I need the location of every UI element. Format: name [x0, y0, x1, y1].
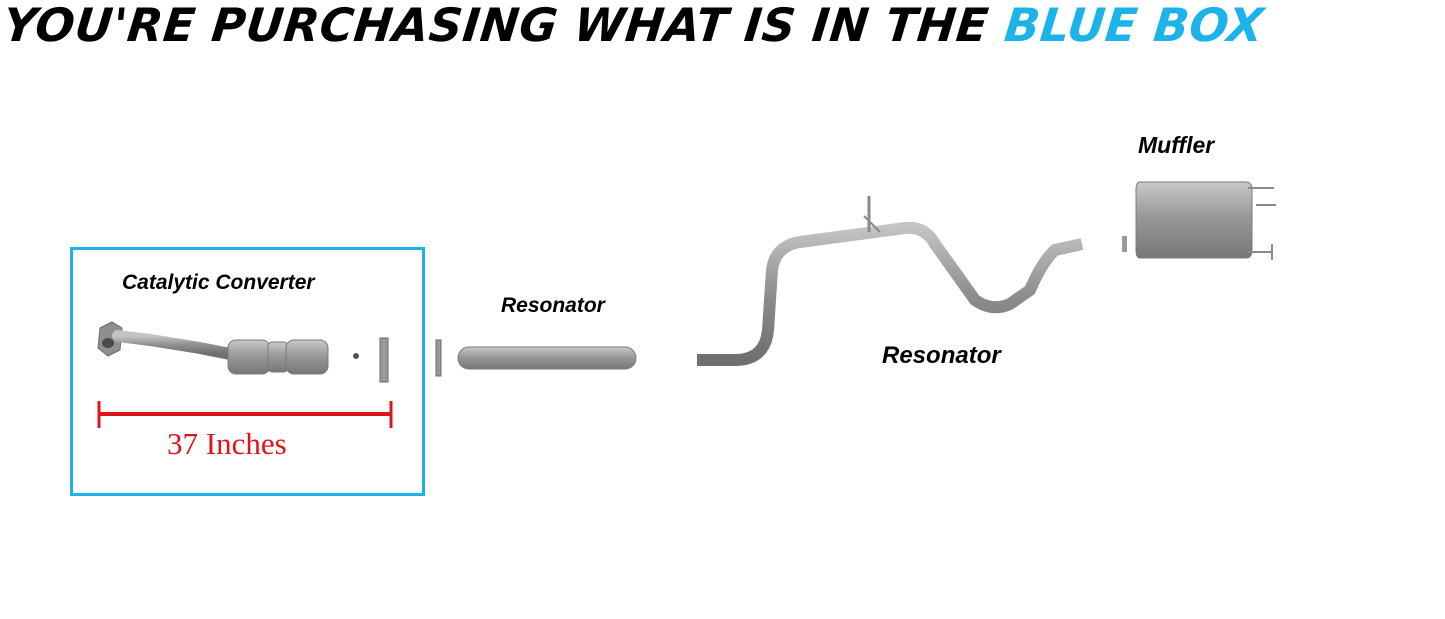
label-resonator-2: Resonator: [882, 342, 1001, 369]
resonator-2-part: [697, 196, 1084, 366]
cat-inlet-pipe: [112, 330, 236, 360]
blue-box-highlight: [70, 247, 425, 496]
muffler-inlet-flange: [1122, 236, 1127, 252]
label-muffler: Muffler: [1138, 132, 1215, 158]
muffler-part: [1122, 181, 1350, 260]
res1-flange: [435, 339, 442, 377]
cat-inlet-hole: [102, 338, 114, 348]
catalytic-converter-part: [97, 321, 389, 383]
muffler-body: [1135, 181, 1253, 259]
measurement-text: 37 Inches: [167, 426, 287, 461]
label-catalytic-converter: Catalytic Converter: [122, 271, 315, 294]
cat-outlet-flange: [379, 337, 389, 383]
res2-hanger-bracket: [863, 215, 881, 233]
label-resonator-1: Resonator: [501, 294, 605, 317]
res1-body: [457, 346, 637, 370]
cat-sensor: [353, 353, 359, 359]
measurement-bar: [97, 401, 393, 428]
resonator-1-part: [435, 339, 662, 377]
res2-pipe: [697, 221, 1084, 366]
